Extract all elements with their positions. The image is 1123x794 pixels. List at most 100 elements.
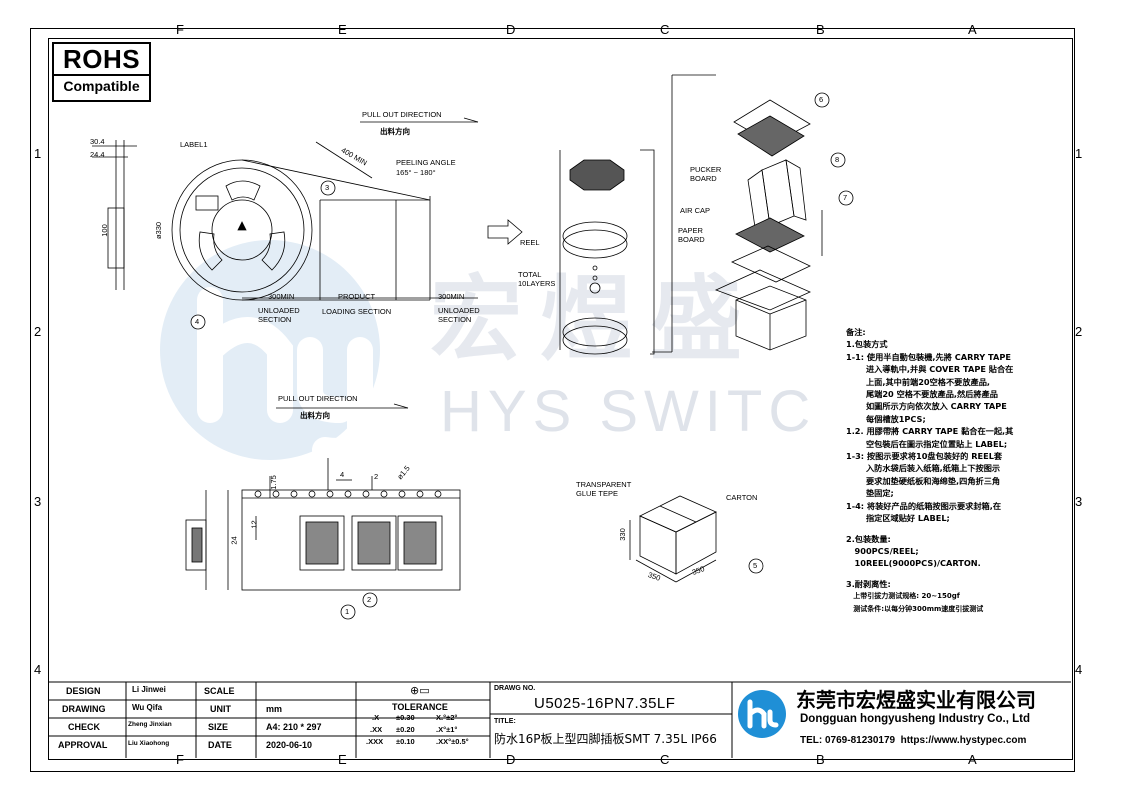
glue-tape-label: TRANSPARENT GLUE TEPE [576,480,632,498]
check-name: Zheng Jinxian [128,721,172,728]
dim-300-min-right: 300MIN [438,292,465,301]
zone-3-left: 3 [34,494,42,509]
zone-a-top: A [968,22,977,37]
date-value: 2020-06-10 [266,740,313,750]
zone-a-bottom: A [968,752,977,767]
zone-4-right: 4 [1075,662,1083,677]
dim-24-4: 24.4 [90,150,105,159]
product-label: PRODUCT [338,292,376,301]
notes-line: 上带引拔力测试规格: 20~150gf [846,592,960,601]
approval-name: Liu Xiaohong [128,740,170,747]
zone-b-bottom: B [816,752,825,767]
dim-24: 24 [229,536,239,545]
notes-line: 1-1: 使用半自動包裝機,先將 CARRY TAPE [846,351,1011,362]
callout-3: 3 [325,183,330,192]
zone-3-right: 3 [1075,494,1083,509]
drawing-title: 防水16P板上型四脚插板SMT 7.35L IP66 [494,732,717,746]
notes-line: 进入導軌中,并與 COVER TAPE 貼合在 [846,364,1014,375]
tol-row-2-c: .X°±1° [436,725,458,734]
notes-line [846,570,1076,578]
callout-7: 7 [843,193,848,202]
notes-line: 每個槽放1PCS; [846,413,926,424]
notes-line: 900PCS/REEL; [846,545,919,556]
peeling-angle-range: 165° ~ 180° [396,168,436,177]
notes-line: 10REEL(9000PCS)/CARTON. [846,558,981,569]
air-cap-label: AIR CAP [680,206,711,215]
notes-line: 垫固定; [846,488,894,499]
dim-12: 12 [249,520,259,529]
callout-6: 6 [819,95,824,104]
pucker-board-label: PUCKER BOARD [690,165,722,183]
zone-f-bottom: F [176,752,184,767]
dim-1-75: 1.75 [268,475,278,490]
tol-row-3-c: .XX°±0.5° [436,737,469,746]
dim-4: 4 [340,470,345,479]
unit-value: mm [266,704,283,714]
paper-board-label: PAPER BOARD [678,226,705,244]
zone-4-left: 4 [34,662,42,677]
rohs-subtitle: Compatible [54,74,149,96]
notes-line: 入防水袋后装入纸箱,纸箱上下按图示 [846,463,1001,474]
notes-line: 1-3: 按图示要求将10盘包装好的 REEL套 [846,451,1003,462]
notes-line: 1.2. 用膠帶將 CARRY TAPE 黏合在一起,其 [846,426,1014,437]
design-name: Li Jinwei [132,685,166,694]
drawing-label: DRAWING [62,704,106,714]
reel-label: REEL [520,238,540,247]
scale-label: SCALE [204,686,235,696]
drawing-name: Wu Qifa [132,703,163,712]
zone-b-top: B [816,22,825,37]
zone-e-bottom: E [338,752,347,767]
drawing-border-inner [48,38,1073,760]
pull-out-direction-cn-1: 出料方向 [380,127,410,136]
pull-out-direction-cn-2: 出料方向 [300,411,330,420]
tol-row-3-b: ±0.10 [396,737,415,746]
rohs-title: ROHS [62,44,141,74]
drawing-no-label: DRAWG NO. [494,685,536,692]
carton-label: CARTON [726,493,758,502]
tol-row-1-c: X.°±2° [436,713,458,722]
tol-row-2-a: .XX [370,725,383,734]
watermark-text: HYS SWITC [440,379,817,444]
zone-c-top: C [660,22,670,37]
title-label: TITLE: [494,718,516,725]
notes-line: 如圖所示方向依次放入 CARRY TAPE [846,401,1007,412]
callout-1: 1 [345,607,350,616]
dim-100: 100 [99,224,109,237]
notes-line [846,525,1076,533]
callout-5: 5 [753,561,758,570]
label1-callout: LABEL1 [180,140,208,149]
notes-title: 备注: [846,327,866,337]
check-label: CHECK [68,722,101,732]
zone-2-right: 2 [1075,324,1083,339]
date-label: DATE [208,740,232,750]
notes-line: 测试条件:以每分钟300mm速度引拔测试 [846,604,984,613]
packaging-notes: 备注: 1.包装方式 1-1: 使用半自動包裝機,先將 CARRY TAPE 进… [846,326,1076,615]
size-label: SIZE [208,722,229,732]
dim-30-4: 30.4 [90,137,105,146]
pull-out-direction-1: PULL OUT DIRECTION [362,110,442,119]
dim-dia-330: ø330 [154,221,164,240]
callout-8: 8 [835,155,840,164]
notes-line: 上面,其中前端20空格不要放產品, [846,376,991,387]
drawing-number: U5025-16PN7.35LF [534,695,676,712]
tol-row-3-a: .XXX [366,737,384,746]
design-label: DESIGN [66,686,101,696]
notes-line: 3.耐剥离性: [846,578,891,589]
notes-line: 指定区域贴好 LABEL; [846,513,950,524]
loading-section-label: LOADING SECTION [322,307,392,316]
unloaded-section-right: UNLOADED SECTION [438,306,480,324]
tol-row-1-b: ±0.30 [396,713,415,722]
peeling-angle-label: PEELING ANGLE [396,158,456,167]
notes-line: 1.包装方式 [846,339,888,350]
company-name-en: Dongguan hongyusheng Industry Co., Ltd [800,713,1030,725]
drawing-border-outer [30,28,1075,772]
size-value: A4: 210 * 297 [266,722,322,732]
zone-f-top: F [176,22,184,37]
rohs-badge: ROHS Compatible [52,42,151,102]
notes-line: 1-4: 将装好产品的纸箱按图示要求封箱,在 [846,500,1002,511]
tolerance-label: TOLERANCE [392,702,448,712]
dim-330-carton: 330 [617,528,627,541]
unloaded-section-left: UNLOADED SECTION [258,306,300,324]
company-name-cn: 东莞市宏煜盛实业有限公司 [796,688,1036,712]
